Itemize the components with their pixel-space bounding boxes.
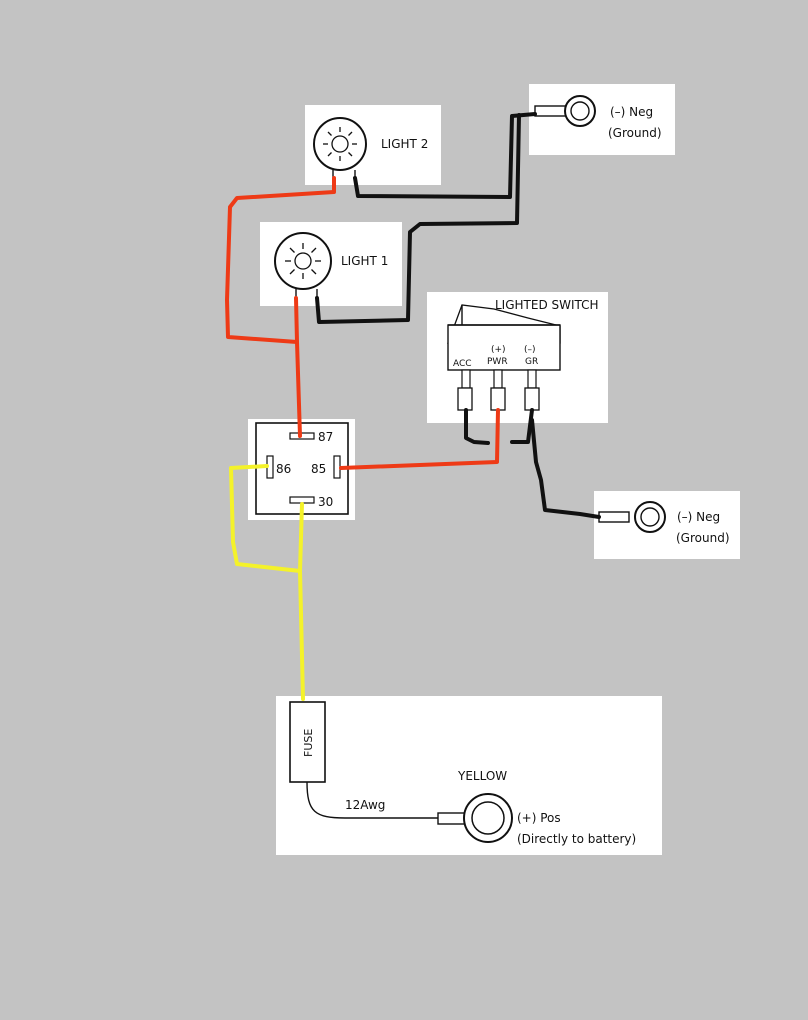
black-wire-switch-acc [464, 408, 490, 445]
relay-pin-87: 87 [318, 430, 333, 444]
black-wire-light1-to-ground [315, 113, 521, 324]
ground-right-sublabel: (Ground) [676, 531, 730, 545]
switch-gr-sign: (–) [524, 345, 536, 355]
ground-top-panel [529, 84, 675, 155]
black-wire-gr-to-ground [530, 418, 601, 519]
light2-icon [313, 117, 367, 178]
red-wire-relay85-to-switch [339, 408, 500, 470]
yellow-wire-to-relay86 [229, 464, 302, 573]
battery-ring-terminal-icon [437, 793, 513, 843]
wire-color-label: YELLOW [457, 769, 507, 783]
ground-right-label: (–) Neg [677, 510, 720, 524]
ground-top-label: (–) Neg [610, 105, 653, 119]
switch-acc-label: ACC [453, 359, 472, 369]
light2-label: LIGHT 2 [381, 137, 428, 151]
fuse-to-terminal-wire [306, 781, 438, 819]
ground-top-sublabel: (Ground) [608, 126, 662, 140]
switch-pwr-label: PWR [487, 357, 508, 367]
relay-pin-85: 85 [311, 462, 326, 476]
light1-label: LIGHT 1 [341, 254, 388, 268]
rocker-switch-icon [447, 304, 561, 411]
relay-pin-30: 30 [318, 495, 333, 509]
ring-terminal-icon [598, 501, 666, 533]
red-wire-to-light1 [294, 296, 299, 344]
battery-pos-label: (+) Pos [517, 811, 561, 825]
relay-pin-86: 86 [276, 462, 291, 476]
light1-icon [274, 232, 332, 298]
ground-right-panel [594, 491, 740, 559]
switch-gr-label: GR [525, 357, 538, 367]
switch-title: LIGHTED SWITCH [495, 298, 599, 312]
yellow-wire-fuse-to-relay30 [298, 502, 305, 701]
ring-terminal-icon [534, 95, 596, 127]
wire-gauge-label: 12Awg [345, 798, 385, 812]
fuse-label: FUSE [302, 729, 315, 757]
battery-pos-sublabel: (Directly to battery) [517, 832, 636, 846]
red-wire-relay87-to-lights [225, 176, 336, 438]
fuse-icon [289, 701, 326, 783]
relay-icon [255, 422, 349, 515]
switch-pwr-sign: (+) [491, 345, 506, 355]
